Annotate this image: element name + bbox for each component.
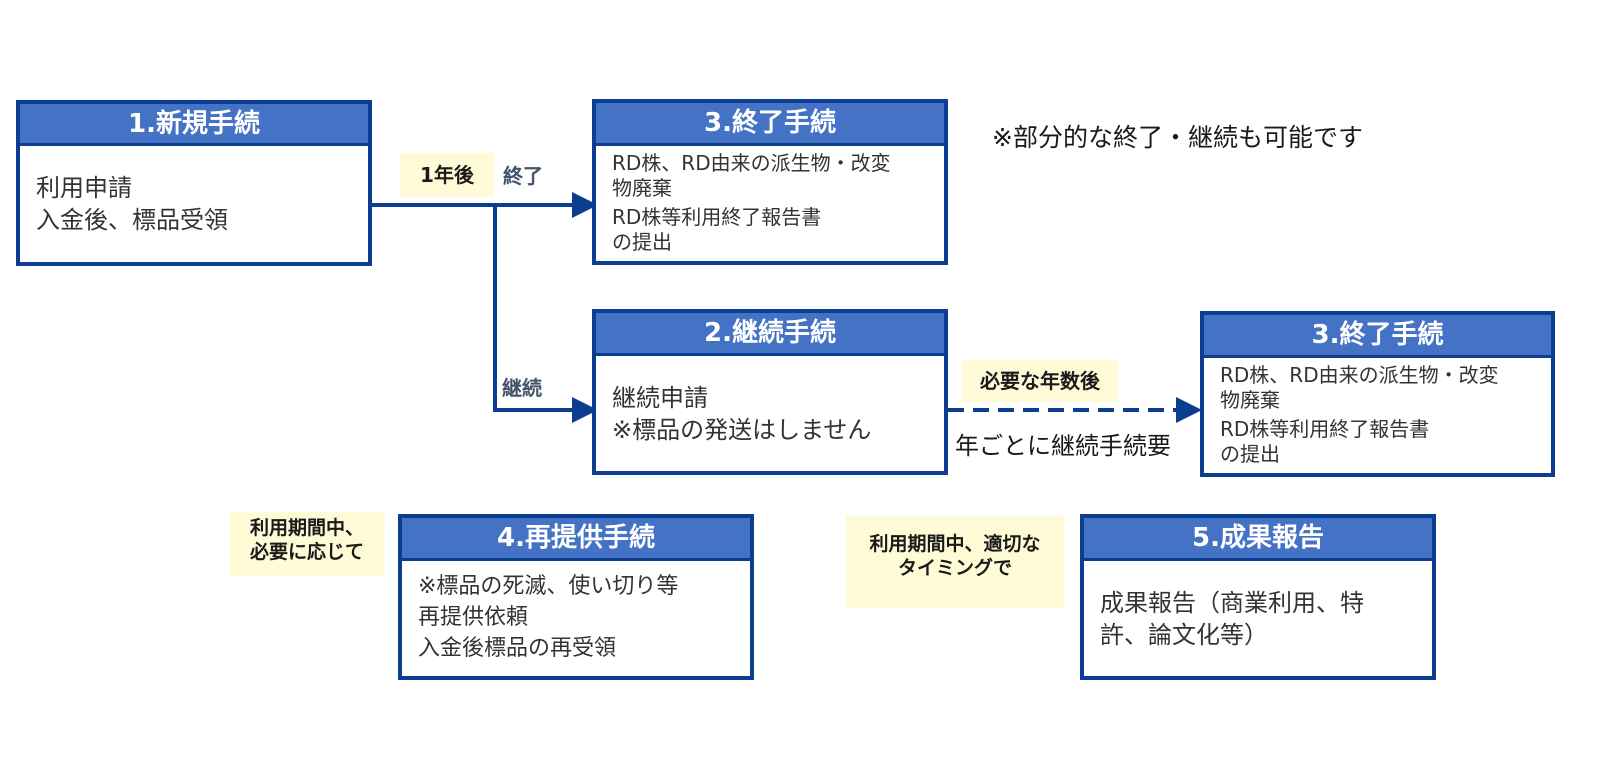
- box-end-procedure-top: 3.終了手続 RD株、RD由来の派生物・改変 物廃棄 RD株等利用終了報告書 の…: [592, 99, 948, 265]
- box-continue-procedure-line-2: ※標品の発送はしません: [612, 416, 872, 444]
- tag-appropriate-timing: 利用期間中、適切な タイミングで: [846, 516, 1064, 608]
- box-new-procedure-line-1: 利用申請: [36, 174, 132, 202]
- box-resupply-procedure-title: 4.再提供手続: [402, 518, 750, 561]
- box-end-procedure-right-line-1: RD株、RD由来の派生物・改変: [1220, 363, 1499, 387]
- box-results-report-title: 5.成果報告: [1084, 518, 1432, 561]
- note-partial-possible: ※部分的な終了・継続も可能です: [992, 123, 1363, 152]
- tag-during-use-as-needed: 利用期間中、 必要に応じて: [230, 512, 384, 576]
- box-new-procedure-line-2: 入金後、標品受領: [36, 206, 228, 234]
- box-new-procedure-title: 1.新規手続: [20, 104, 368, 146]
- tag-timing-line-1: 利用期間中、適切な: [869, 533, 1041, 555]
- tag-after-one-year: 1年後: [400, 153, 494, 197]
- label-end: 終了: [503, 164, 543, 188]
- box-end-procedure-top-line-4: の提出: [612, 230, 672, 254]
- label-continue: 継続: [502, 376, 542, 400]
- box-resupply-procedure: 4.再提供手続 ※標品の死滅、使い切り等 再提供依頼 入金後標品の再受領: [398, 514, 754, 680]
- box-continue-procedure-line-1: 継続申請: [612, 384, 708, 412]
- box-end-procedure-right-title: 3.終了手続: [1204, 315, 1551, 358]
- box-end-procedure-top-line-3: RD株等利用終了報告書: [612, 205, 822, 229]
- tag-during-use-line-2: 必要に応じて: [249, 540, 364, 563]
- box-resupply-procedure-line-2: 再提供依頼: [418, 605, 529, 630]
- box-end-procedure-top-title: 3.終了手続: [596, 103, 944, 146]
- box-resupply-procedure-line-1: ※標品の死滅、使い切り等: [418, 574, 679, 599]
- box-end-procedure-top-line-1: RD株、RD由来の派生物・改変: [612, 151, 891, 175]
- box-end-procedure-right-line-2: 物廃棄: [1220, 388, 1280, 412]
- box-results-report: 5.成果報告 成果報告（商業利用、特 許、論文化等）: [1080, 514, 1436, 680]
- box-results-report-line-1: 成果報告（商業利用、特: [1100, 589, 1364, 617]
- box-results-report-line-2: 許、論文化等）: [1100, 621, 1268, 649]
- note-yearly-continuation: 年ごとに継続手続要: [955, 432, 1171, 460]
- box-continue-procedure-title: 2.継続手続: [596, 313, 944, 356]
- box-new-procedure: 1.新規手続 利用申請 入金後、標品受領: [16, 100, 372, 266]
- box-end-procedure-right: 3.終了手続 RD株、RD由来の派生物・改変 物廃棄 RD株等利用終了報告書 の…: [1200, 311, 1555, 477]
- arrow-continue-to-end-dashed: [948, 397, 1202, 423]
- arrow-new-to-end: [372, 192, 598, 218]
- box-end-procedure-top-line-2: 物廃棄: [612, 176, 672, 200]
- box-end-procedure-right-line-4: の提出: [1220, 442, 1280, 466]
- tag-after-required-years: 必要な年数後: [962, 360, 1118, 402]
- box-end-procedure-right-line-3: RD株等利用終了報告書: [1220, 417, 1430, 441]
- arrow-new-to-continue: [493, 205, 598, 423]
- tag-during-use-line-1: 利用期間中、: [249, 517, 364, 539]
- box-resupply-procedure-line-3: 入金後標品の再受領: [418, 636, 617, 661]
- box-continue-procedure: 2.継続手続 継続申請 ※標品の発送はしません: [592, 309, 948, 475]
- tag-timing-line-2: タイミングで: [897, 556, 1012, 579]
